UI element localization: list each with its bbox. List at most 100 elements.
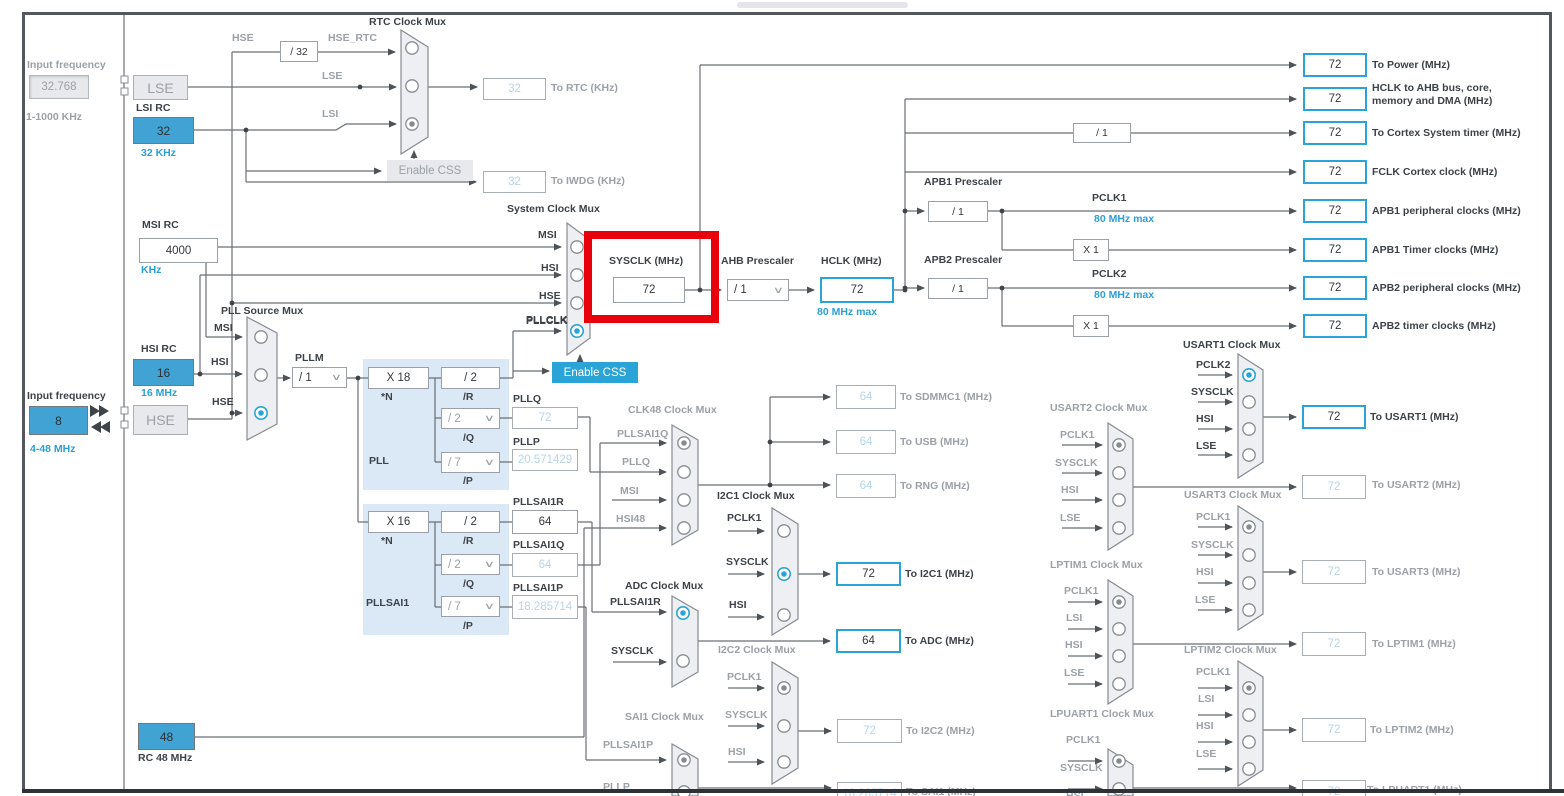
pllsai1q-label: PLLSAI1Q (513, 539, 565, 551)
usart2-radio-sysclk[interactable] (1112, 466, 1126, 480)
pll-p-dropdown[interactable]: / 7∨ (441, 452, 500, 473)
hclk-ahb-value[interactable]: 72 (1303, 87, 1367, 111)
horizontal-scrollbar[interactable] (737, 2, 908, 8)
usart1-radio-lse[interactable] (1242, 448, 1256, 462)
apb2-prescaler-value[interactable]: / 1 (928, 278, 988, 299)
usart1-clock-mux (1237, 352, 1264, 480)
adc-radio-sysclk[interactable] (676, 654, 690, 668)
pllsai1p-value: 18.285714 (512, 595, 578, 619)
to-usart1-value[interactable]: 72 (1302, 405, 1366, 429)
lptim2-radio-lse[interactable] (1242, 762, 1256, 776)
usart1-selected-dot (1246, 372, 1252, 378)
i2c1-radio-pclk1[interactable] (777, 524, 791, 538)
to-usart2-value: 72 (1302, 475, 1366, 499)
sys-enable-css-button[interactable]: Enable CSS (552, 362, 638, 383)
apb1-prescaler-value[interactable]: / 1 (928, 201, 988, 222)
sys-mux-radio-hse[interactable] (570, 296, 584, 310)
usart1-radio-hsi[interactable] (1242, 422, 1256, 436)
rc48-value[interactable]: 48 (138, 723, 195, 750)
rtc-enable-css-button[interactable]: Enable CSS (387, 160, 473, 181)
clk48-radio-pllq[interactable] (677, 465, 691, 479)
lptim1-radio-lse[interactable] (1112, 677, 1126, 691)
ahb-prescaler-dropdown[interactable]: / 1∨ (727, 279, 789, 301)
to-lptim1-value: 72 (1302, 632, 1366, 656)
pllsai1-n-multiplier[interactable]: X 16 (368, 511, 429, 533)
lse-input-frequency-label: Input frequency (27, 59, 106, 71)
usart3-input-sysclk-label: SYSCLK (1191, 539, 1234, 551)
lptim1-radio-hsi[interactable] (1112, 649, 1126, 663)
sys-mux-radio-hsi[interactable] (570, 268, 584, 282)
usart1-input-pclk2-label: PCLK2 (1196, 359, 1231, 371)
clk48-selected-dot (681, 440, 687, 446)
chevron-down-icon: ∨ (484, 559, 496, 569)
usart3-radio-lse[interactable] (1242, 603, 1256, 617)
apb2-peripheral-value[interactable]: 72 (1303, 276, 1367, 300)
i2c2-input-hsi-label: HSI (728, 746, 746, 758)
usart2-input-pclk1-label: PCLK1 (1060, 429, 1095, 441)
chevron-down-icon: ∨ (484, 413, 496, 423)
usart2-radio-lse[interactable] (1112, 521, 1126, 535)
adc-input-sysclk-label: SYSCLK (611, 645, 654, 657)
to-power-value[interactable]: 72 (1303, 53, 1367, 77)
sys-mux-radio-msi[interactable] (570, 240, 584, 254)
apb1-timer-multiplier: X 1 (1073, 239, 1109, 261)
pllm-dropdown[interactable]: / 1∨ (292, 367, 347, 388)
apb2-timer-value[interactable]: 72 (1303, 314, 1367, 338)
lptim1-input-lsi-label: LSI (1066, 612, 1083, 624)
hse-input-frequency-field[interactable]: 8 (29, 406, 88, 435)
rtc-mux-radio-lse[interactable] (405, 79, 419, 93)
usart1-radio-sysclk[interactable] (1242, 395, 1256, 409)
cortex-timer-value[interactable]: 72 (1303, 121, 1367, 145)
lptim1-clock-mux (1107, 578, 1134, 706)
pclk2-max-label: 80 MHz max (1094, 289, 1155, 301)
lsi-rc-value[interactable]: 32 (133, 117, 194, 144)
i2c2-radio-sysclk[interactable] (777, 719, 791, 733)
clk48-clock-mux (671, 423, 699, 547)
pll-q-dropdown[interactable]: / 2∨ (441, 408, 500, 429)
apb1-timer-value[interactable]: 72 (1303, 238, 1367, 262)
pllsai1-n-label: *N (381, 535, 393, 547)
pllsai1r-value[interactable]: 64 (512, 510, 578, 534)
fclk-value[interactable]: 72 (1303, 160, 1367, 184)
pll-r-label: /R (463, 391, 474, 403)
hsi-rc-value[interactable]: 16 (133, 359, 194, 386)
lptim2-radio-hsi[interactable] (1242, 735, 1256, 749)
usart3-radio-hsi[interactable] (1242, 576, 1256, 590)
usart2-radio-hsi[interactable] (1112, 493, 1126, 507)
pll-n-multiplier[interactable]: X 18 (368, 367, 429, 389)
rtc-mux-radio-hse-rtc[interactable] (405, 41, 419, 55)
to-i2c1-value[interactable]: 72 (836, 562, 901, 586)
pllsrc-radio-hsi[interactable] (254, 368, 268, 382)
apb1-peripheral-value[interactable]: 72 (1303, 199, 1367, 223)
lptim2-radio-lsi[interactable] (1242, 708, 1256, 722)
i2c1-radio-hsi[interactable] (777, 608, 791, 622)
clk48-input-pllsai1q-label: PLLSAI1Q (617, 428, 669, 440)
to-lpuart1-value: 72 (1302, 780, 1366, 796)
usart3-radio-sysclk[interactable] (1242, 548, 1256, 562)
cortex-timer-divider[interactable]: / 1 (1073, 123, 1131, 143)
to-adc-value[interactable]: 64 (836, 629, 901, 653)
lptim1-radio-lsi[interactable] (1112, 622, 1126, 636)
msi-rc-value[interactable]: 4000 (139, 238, 218, 263)
pllsai1-p-dropdown[interactable]: / 7∨ (441, 596, 500, 617)
pllsai1-r-label: /R (463, 535, 474, 547)
pll-r-divider[interactable]: / 2 (441, 367, 500, 389)
to-rtc-value: 32 (483, 78, 546, 100)
lptim2-input-lse-label: LSE (1196, 748, 1217, 760)
lpuart1-mux-title: LPUART1 Clock Mux (1050, 708, 1154, 720)
clk48-radio-hsi48[interactable] (677, 521, 691, 535)
sysclk-highlight-annotation (584, 231, 719, 323)
sysclk-value[interactable]: 72 (613, 277, 685, 303)
pllsrc-radio-msi[interactable] (254, 330, 268, 344)
pllsai1-r-divider[interactable]: / 2 (441, 511, 500, 533)
to-iwdg-value: 32 (483, 171, 546, 193)
i2c2-radio-hsi[interactable] (777, 755, 791, 769)
clk48-radio-msi[interactable] (677, 493, 691, 507)
i2c2-selected-dot (781, 685, 787, 691)
hclk-value[interactable]: 72 (820, 277, 894, 303)
pllclk-label: PLLCLK (526, 314, 568, 326)
pllsai1-q-dropdown[interactable]: / 2∨ (441, 554, 500, 575)
to-i2c2-value: 72 (837, 719, 902, 743)
